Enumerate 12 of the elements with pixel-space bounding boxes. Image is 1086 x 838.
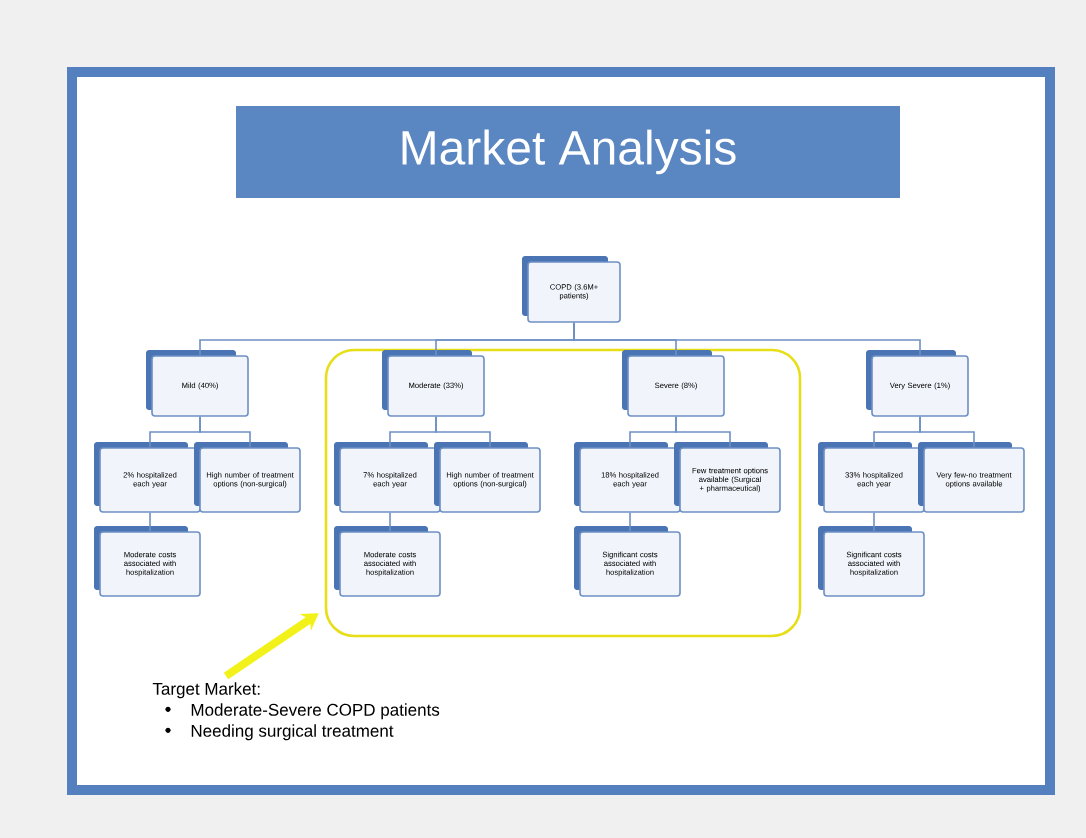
connector-line [919, 415, 975, 448]
highlight-outline [324, 348, 802, 638]
connector-line [873, 511, 875, 532]
connector-line [435, 415, 491, 448]
connector-line [199, 415, 251, 448]
connector-line [389, 511, 391, 532]
connector-line [149, 511, 151, 532]
connector-line [573, 321, 921, 356]
connector-line [629, 511, 631, 532]
title-banner: Market Analysis [236, 106, 900, 198]
connector-line [675, 415, 731, 448]
target-market-note: Target Market: Moderate-Severe COPD patients Needing surgical treatment [152, 682, 440, 741]
